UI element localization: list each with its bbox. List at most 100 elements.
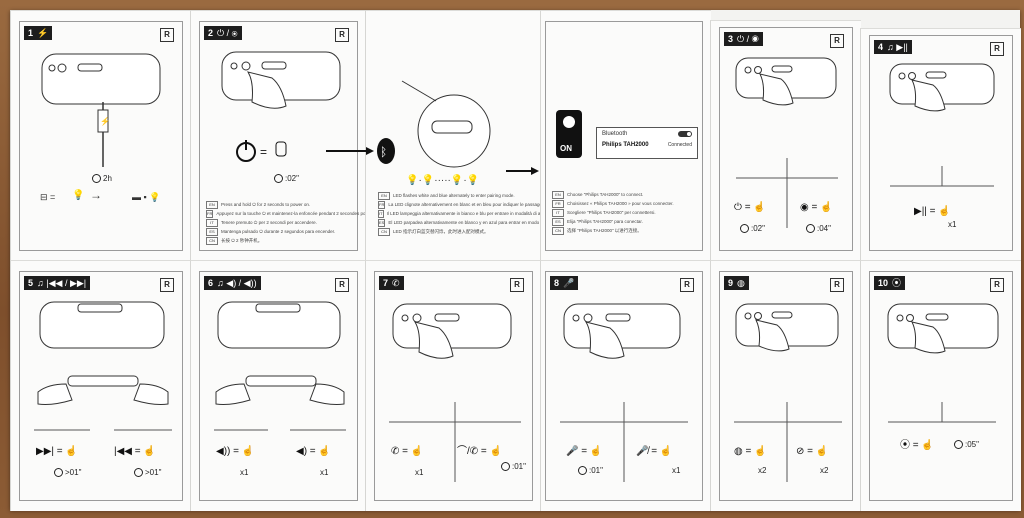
volume-icon: ♫ ◀) / ◀))	[217, 278, 257, 288]
assistant-count: x2	[758, 466, 767, 475]
svg-text:🎤 = ☝: 🎤 = ☝	[566, 444, 602, 457]
speaker-press-illustration: ⏻ = ☝ ◉ = ☝	[734, 57, 838, 228]
panel-frame: 1⚡ R ⚡ ⊟ = 💡 2h → ▬ ▪ 💡	[19, 21, 183, 251]
svg-text:⏻ = ☝: ⏻ = ☝	[734, 200, 766, 213]
speaker-buttons-illustration: ◀)) = ☝ ◀) = ☝	[214, 301, 346, 457]
reset-time: :04"	[806, 224, 831, 234]
speaker-press-illustration: ◍ = ☝ ⊘ = ☝	[734, 303, 842, 482]
step-badge: 8🎤	[550, 276, 579, 290]
phone-illustration	[556, 110, 582, 158]
svg-text:⦿ = ☝: ⦿ = ☝	[900, 438, 934, 451]
region-badge: R	[990, 278, 1004, 292]
power-off-time: :02"	[740, 224, 765, 234]
panel-frame: 7✆ R ✆ = ☝ ⌒/✆ = ☝ x1 :01"	[374, 271, 533, 501]
step-badge: 1⚡	[24, 26, 53, 40]
cancel-assistant-count: x2	[820, 466, 829, 475]
phone-icon: ✆	[392, 278, 400, 288]
panel-4-play-pause: 4♫ ▶|| R ▶|| = ☝ x1	[860, 28, 1021, 261]
connection-status: Connected	[667, 142, 692, 148]
track-skip-icon: ♫ |◀◀ / ▶▶|	[37, 278, 87, 288]
power-hold-time: :02"	[274, 174, 299, 184]
speaker-press-illustration: 🎤 = ☝ 🎤̸ = ☝	[560, 303, 688, 482]
panel-frame: 3⏻ / ◉ R ⏻ = ☝ ◉ = ☝ :02" :04"	[719, 27, 853, 251]
on-label: ON	[560, 144, 572, 153]
bluetooth-connection-card: Bluetooth Philips TAH2000 Connected	[596, 127, 698, 159]
quick-start-sheet: 1⚡ R ⚡ ⊟ = 💡 2h → ▬ ▪ 💡 2⏻ / ⦿ R	[10, 10, 1021, 511]
next-track-time: >01"	[54, 468, 81, 478]
speaker-press-illustration: ▶|| = ☝	[889, 63, 995, 217]
region-badge: R	[335, 28, 349, 42]
microphone-icon: 🎤	[563, 278, 575, 288]
panel-9-voice-assistant: 9◍ R ◍ = ☝ ⊘ = ☝ x2 x2	[710, 260, 861, 511]
panel-10-bluetooth-reset: 10⦿ R ⦿ = ☝ :05"	[860, 260, 1021, 511]
battery-icon: ⊟ =	[40, 192, 56, 202]
region-badge: R	[680, 278, 694, 292]
panel-1-charging: 1⚡ R ⚡ ⊟ = 💡 2h → ▬ ▪ 💡	[10, 10, 191, 261]
speaker-press-illustration: ✆ = ☝ ⌒/✆ = ☝	[389, 303, 521, 482]
panel-frame: 6♫ ◀) / ◀)) R ◀)) = ☝ ◀) = ☝ x1 x1	[199, 271, 358, 501]
panel-6-volume: 6♫ ◀) / ◀)) R ◀)) = ☝ ◀) = ☝ x1 x1	[190, 260, 366, 511]
step-badge: 3⏻ / ◉	[724, 32, 763, 46]
svg-text:|◀◀ = ☝: |◀◀ = ☝	[114, 444, 156, 457]
region-badge: R	[830, 34, 844, 48]
panel-2-connect: ON Bluetooth Philips TAH2000 Connected E…	[540, 10, 711, 261]
volume-down-count: x1	[320, 468, 329, 477]
charge-time: 2h	[92, 174, 112, 184]
region-badge: R	[335, 278, 349, 292]
mute-count: x1	[672, 466, 681, 475]
svg-text:⌒/✆ = ☝: ⌒/✆ = ☝	[457, 444, 502, 457]
panel-8-microphone: 8🎤 R 🎤 = ☝ 🎤̸ = ☝ :01" x1	[540, 260, 711, 511]
battery-full-icon: ▬ ▪ 💡	[132, 192, 161, 202]
device-name[interactable]: Philips TAH2000	[602, 142, 649, 148]
panel-frame: 4♫ ▶|| R ▶|| = ☝ x1	[869, 35, 1013, 251]
step-badge: 4♫ ▶||	[874, 40, 912, 54]
speaker-press-illustration: =	[221, 51, 341, 162]
svg-text:◍ = ☝: ◍ = ☝	[734, 444, 767, 457]
assistant-icon: ◍	[737, 278, 745, 288]
panel-frame: 5♫ |◀◀ / ▶▶| R ▶▶| = ☝ |◀◀ = ☝ >01" >01"	[19, 271, 183, 501]
svg-text:▶▶| = ☝: ▶▶| = ☝	[36, 444, 78, 457]
bluetooth-icon: ⦿	[892, 278, 902, 288]
reject-time: :01"	[501, 462, 526, 472]
step-badge: 10⦿	[874, 276, 906, 290]
panel-5-track-skip: 5♫ |◀◀ / ▶▶| R ▶▶| = ☝ |◀◀ = ☝ >01" >01"	[10, 260, 191, 511]
svg-text:=: =	[260, 145, 267, 159]
arrow-right-icon: →	[90, 188, 102, 202]
step-badge: 7✆	[379, 276, 404, 290]
svg-text:⊘ = ☝: ⊘ = ☝	[796, 444, 828, 457]
step-badge: 6♫ ◀) / ◀))	[204, 276, 261, 290]
step-badge: 5♫ |◀◀ / ▶▶|	[24, 276, 91, 290]
panel-frame: 8🎤 R 🎤 = ☝ 🎤̸ = ☝ :01" x1	[545, 271, 703, 501]
bluetooth-label: Bluetooth	[602, 131, 628, 137]
panel-3-power-off: 3⏻ / ◉ R ⏻ = ☝ ◉ = ☝ :02" :04"	[710, 20, 861, 261]
bluetooth-toggle[interactable]	[678, 131, 692, 137]
previous-track-time: >01"	[134, 468, 161, 478]
power-record-icon: ⏻ / ◉	[737, 34, 759, 44]
svg-text:◀) = ☝: ◀) = ☝	[296, 444, 331, 457]
region-badge: R	[510, 278, 524, 292]
reset-hold-time: :05"	[954, 440, 979, 450]
answer-count: x1	[415, 468, 424, 477]
panel-7-calls: 7✆ R ✆ = ☝ ⌒/✆ = ☝ x1 :01"	[365, 260, 541, 511]
svg-text:⚡: ⚡	[100, 116, 110, 126]
svg-text:ᛒ: ᛒ	[380, 145, 387, 159]
speaker-illustration: ⚡	[41, 53, 161, 167]
